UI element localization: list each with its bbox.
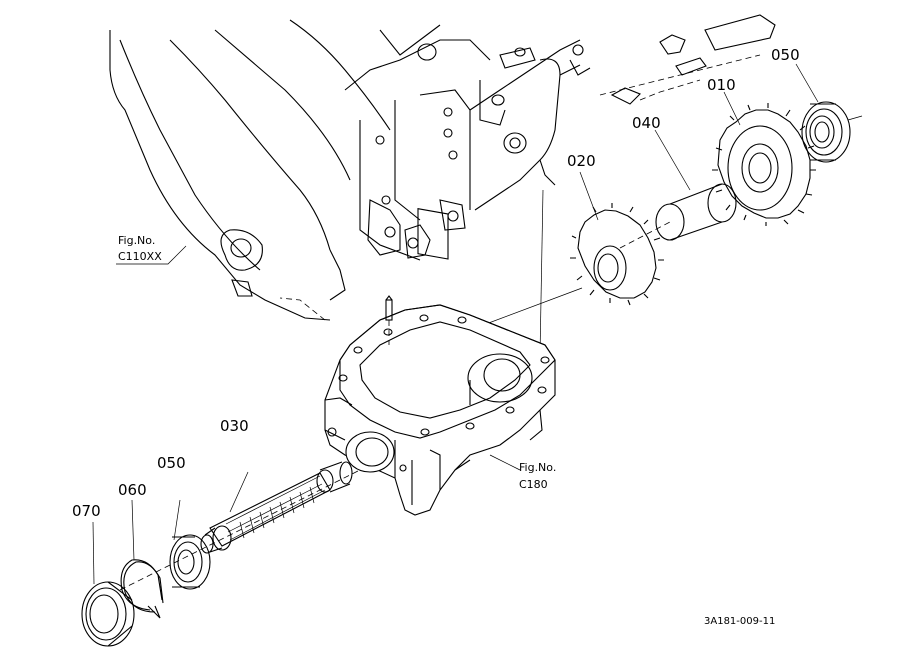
collar-040 (619, 183, 737, 249)
leader-050-upper (795, 63, 819, 103)
part-label-010: 010 (707, 76, 736, 94)
gear-010 (712, 103, 816, 226)
gear-020 (570, 203, 664, 306)
fig-ref-case-line2: C180 (519, 478, 548, 491)
upper-shaft-axis (599, 14, 776, 105)
part-label-050-lower: 050 (157, 454, 186, 472)
transmission-housing (109, 19, 591, 321)
part-label-040: 040 (632, 114, 661, 132)
oil-seal-070 (81, 521, 135, 647)
bearing-050-lower (169, 499, 211, 590)
part-label-060: 060 (118, 481, 147, 499)
shaft-030 (200, 461, 353, 554)
fig-ref-case-line1: Fig.No. (519, 461, 556, 474)
drawing-id: 3A181-009-11 (704, 616, 775, 627)
gear-case (324, 295, 556, 516)
part-label-020: 020 (567, 152, 596, 170)
part-label-050-upper: 050 (771, 46, 800, 64)
part-label-030: 030 (220, 417, 249, 435)
fig-ref-case: Fig.No. C180 (519, 461, 556, 491)
bearing-050-upper (801, 101, 863, 163)
leader-020 (579, 171, 599, 221)
fig-ref-housing-line1: Fig.No. (118, 234, 155, 247)
fig-ref-housing-line2: C110XX (118, 250, 162, 263)
retaining-ring-060 (120, 499, 164, 619)
fig-ref-housing: Fig.No. C110XX (116, 234, 187, 265)
part-label-070: 070 (72, 502, 101, 520)
leader-010 (723, 91, 741, 126)
leader-case (539, 189, 544, 356)
leader-040 (654, 129, 691, 191)
